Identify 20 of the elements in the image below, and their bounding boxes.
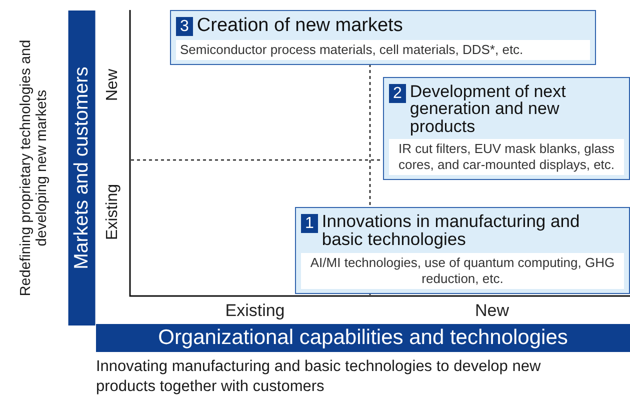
number-badge: 1	[301, 214, 318, 233]
axis-title: Redefining proprietary technologies and developing new markets	[19, 38, 51, 298]
axis-tick-label: New	[475, 301, 509, 321]
number-badge: 2	[389, 84, 406, 103]
axis-tick-label: Existing	[225, 301, 285, 321]
category-box	[295, 207, 630, 294]
box-heading: Development of next generation and new products	[410, 83, 567, 135]
example-list: AI/MI technologies, use of quantum computing, GHG reduction, etc.	[301, 252, 624, 289]
number-badge: 3	[176, 17, 193, 36]
box-heading: Creation of new markets	[196, 16, 403, 36]
axis-banner: Markets and customers	[68, 10, 96, 326]
category-box	[170, 10, 596, 65]
axis-title: Existing	[104, 184, 122, 240]
example-list: Semiconductor process materials, cell materials, DDS*, etc.	[176, 40, 590, 60]
box-heading: Innovations in manufacturing and basic technologies	[322, 213, 581, 249]
description-text: Innovating manufacturing and basic technologies to develop new products together with customers	[96, 357, 542, 397]
category-box	[383, 77, 630, 180]
axis-title: New	[104, 69, 122, 101]
example-list: IR cut filters, EUV mask blanks, glass cores, and car-mounted displays, etc.	[389, 138, 624, 175]
axis-banner: Organizational capabilities and technologies	[96, 324, 630, 352]
